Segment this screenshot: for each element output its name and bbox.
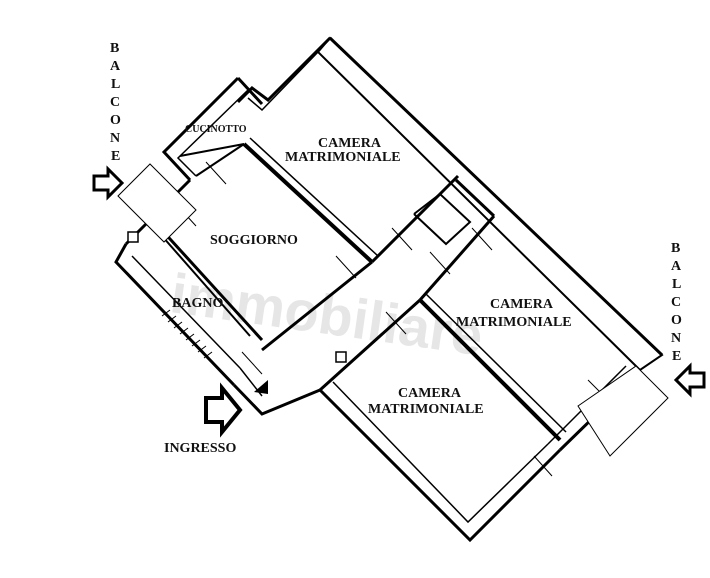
balcone-left-letter: C [110,95,120,110]
arrow-balcone-right-icon [673,362,706,398]
room-label-camera-bottom-2: MATRIMONIALE [368,402,484,417]
balcone-left-label: B A L C O N E [110,41,121,164]
balcone-left-letter: O [110,113,121,128]
balcone-left-letter: A [110,59,121,74]
room-label-camera-bottom-1: CAMERA [398,386,462,401]
room-label-camera-right-2: MATRIMONIALE [456,315,572,330]
balcone-right-letter: O [671,313,682,328]
ingresso-label: INGRESSO [164,441,236,456]
balcone-right-label: B A L C O N E [671,241,682,364]
balcone-right-letter: L [672,277,681,292]
room-label-camera-top-2: MATRIMONIALE [285,150,401,165]
balcone-right-letter: B [671,241,680,256]
balcone-right-letter: N [671,331,681,346]
balcone-right-letter: E [672,349,681,364]
balcone-right-letter: A [671,259,682,274]
room-label-bagno: BAGNO [172,296,223,311]
balcony-right-shape [577,365,669,457]
bagno-wall-hatching [161,309,213,359]
arrow-ingresso-icon [204,382,243,438]
room-label-cucinotto: CUCINOTTO [185,124,247,135]
balcone-right-letter: C [671,295,681,310]
balcone-left-letter: N [110,131,120,146]
balcone-left-letter: L [111,77,120,92]
interior-walls [127,137,567,442]
balcone-left-letter: E [111,149,120,164]
room-label-camera-top-1: CAMERA [318,136,382,151]
room-label-camera-right-1: CAMERA [490,297,554,312]
entry-marker [254,380,268,394]
arrow-balcone-left-icon [92,165,125,201]
balcone-left-letter: B [110,41,119,56]
room-label-soggiorno: SOGGIORNO [210,233,298,248]
balcony-left-shape [117,163,197,243]
